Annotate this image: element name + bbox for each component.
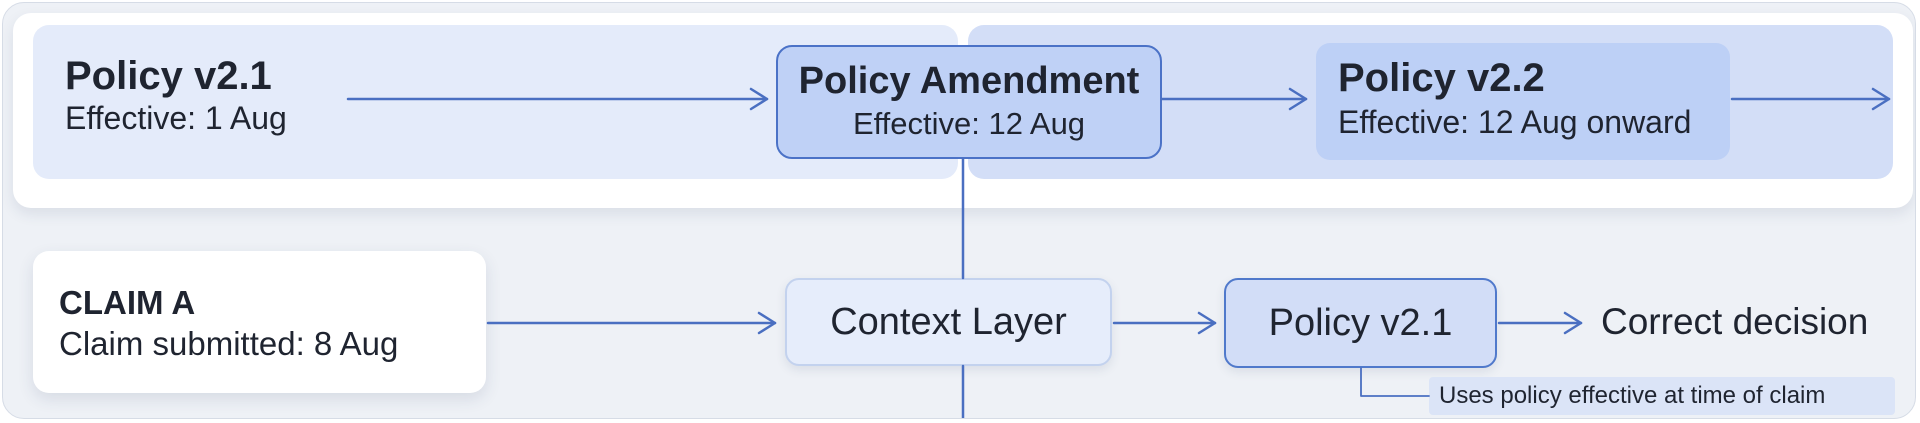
correct-decision-label: Correct decision xyxy=(1601,301,1869,342)
policy-note-label: Uses policy effective at time of claim xyxy=(1429,377,1895,415)
timeline-policy-v21-effective: Effective: 1 Aug xyxy=(65,100,287,136)
arrowhead-policy-to-decision xyxy=(1563,311,1583,335)
arrowhead-claim-to-context xyxy=(757,311,777,335)
timeline-policy-v21: Policy v2.1 Effective: 1 Aug xyxy=(65,53,287,137)
context-layer-box: Context Layer xyxy=(785,278,1112,366)
claim-a-title: CLAIM A xyxy=(59,284,196,321)
arrowhead-context-to-policy xyxy=(1197,311,1217,335)
timeline-policy-v22-effective: Effective: 12 Aug onward xyxy=(1338,104,1692,140)
policy-amendment-effective: Effective: 12 Aug xyxy=(852,106,1086,141)
applied-policy-box: Policy v2.1 xyxy=(1224,278,1497,368)
policy-note-connector xyxy=(1360,367,1430,397)
claim-a-card: CLAIM A Claim submitted: 8 Aug xyxy=(33,251,486,393)
timeline-policy-v21-title: Policy v2.1 xyxy=(65,54,272,98)
timeline-policy-v22-title: Policy v2.2 xyxy=(1338,56,1545,100)
policy-amendment-box: Policy Amendment Effective: 12 Aug xyxy=(776,45,1162,159)
claim-a-submitted-date: Claim submitted: 8 Aug xyxy=(59,325,399,362)
policy-amendment-title: Policy Amendment xyxy=(798,60,1140,102)
timeline-policy-v22: Policy v2.2 Effective: 12 Aug onward xyxy=(1316,43,1730,160)
